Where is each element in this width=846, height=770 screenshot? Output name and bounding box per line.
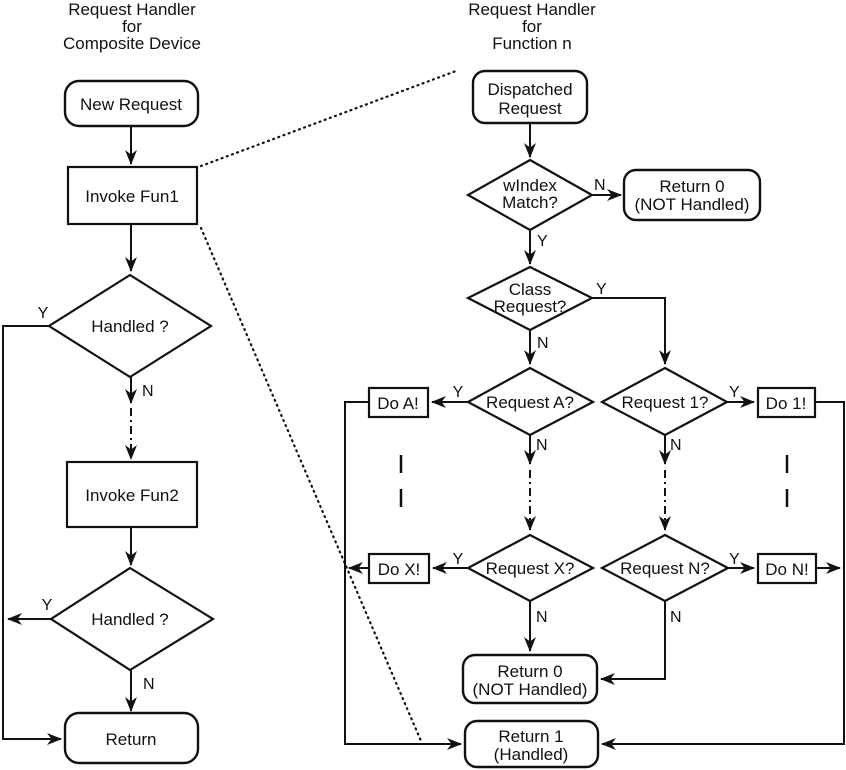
node-do-1-label: Do 1! [766,394,807,413]
right-title-line1: Request Handler [468,0,596,19]
request-n-yes-label: Y [729,551,740,568]
node-return1 [463,719,600,769]
windex-no-label: N [594,177,606,194]
request-1-yes-label: Y [729,384,740,401]
node-dispatched-request-line2: Request [498,99,562,118]
handled2-no-label: N [143,676,155,693]
node-return0-top [622,168,762,222]
node-new-request-label: New Request [80,95,182,114]
node-return1-line1: Return 1 [498,727,563,746]
node-return-label: Return [105,730,156,749]
edge-left-rail-to-return1 [344,401,462,750]
node-do-n [756,552,818,585]
node-return0-top-line2: (NOT Handled) [635,195,750,214]
request-a-no-label: N [536,437,548,454]
node-invoke-fun1-label: Invoke Fun1 [85,187,179,206]
node-windex-line2: Match? [502,193,558,212]
node-invoke-fun2 [65,460,199,529]
node-request-a-label: Request A? [486,393,574,412]
node-return0-bottom [461,653,599,705]
right-title-line2: for [522,17,542,36]
dotted-connector-top [199,69,458,168]
edge-right-rail-to-return1 [601,401,845,750]
node-do-a [367,386,430,419]
node-handled1-label: Handled ? [91,317,169,336]
node-return0-top-line1: Return 0 [659,177,724,196]
dotted-connector-bottom [199,226,423,743]
left-title-line1: Request Handler [68,0,196,19]
request-x-no-label: N [536,609,548,626]
right-title-line3: Function n [492,34,571,53]
handled1-no-label: N [142,383,154,400]
node-do-a-label: Do A! [377,394,419,413]
node-dispatched-request-line1: Dispatched [487,80,572,99]
request-n-no-label: N [670,609,682,626]
node-return1-line2: (Handled) [494,745,569,764]
request-1-no-label: N [670,437,682,454]
node-do-1 [756,386,817,419]
node-invoke-fun1 [66,165,199,226]
windex-yes-label: Y [537,233,548,250]
handled2-yes-label: Y [42,597,53,614]
node-handled2-label: Handled ? [91,610,169,629]
node-return0-bottom-line2: (NOT Handled) [473,680,588,699]
left-title-line2: for [122,17,142,36]
request-a-yes-label: Y [453,384,464,401]
edge-handled1-yes-to-return [2,325,62,745]
node-request-x-label: Request X? [486,559,575,578]
node-windex-line1: wIndex [502,176,557,195]
node-return [63,711,200,765]
request-x-yes-label: Y [453,551,464,568]
node-request-1-label: Request 1? [622,393,709,412]
node-class-request-line1: Class [509,280,552,299]
node-return0-bottom-line1: Return 0 [497,662,562,681]
class-no-label: N [537,335,549,352]
node-do-x [367,552,431,585]
left-title-line3: Composite Device [63,34,201,53]
edge-class-yes-to-request1 [592,297,671,365]
edge-requestn-no-to-return0 [600,601,666,685]
node-do-x-label: Do X! [378,560,421,579]
class-yes-label: Y [596,281,607,298]
node-do-n-label: Do N! [765,560,808,579]
node-invoke-fun2-label: Invoke Fun2 [85,486,179,505]
node-request-n-label: Request N? [620,559,710,578]
left-diagram: Request Handler for Composite Device New… [2,0,216,765]
handled1-yes-label: Y [38,305,49,322]
right-diagram: Request Handler for Function n Dispatche… [344,0,845,769]
node-class-request-line2: Request? [494,297,567,316]
